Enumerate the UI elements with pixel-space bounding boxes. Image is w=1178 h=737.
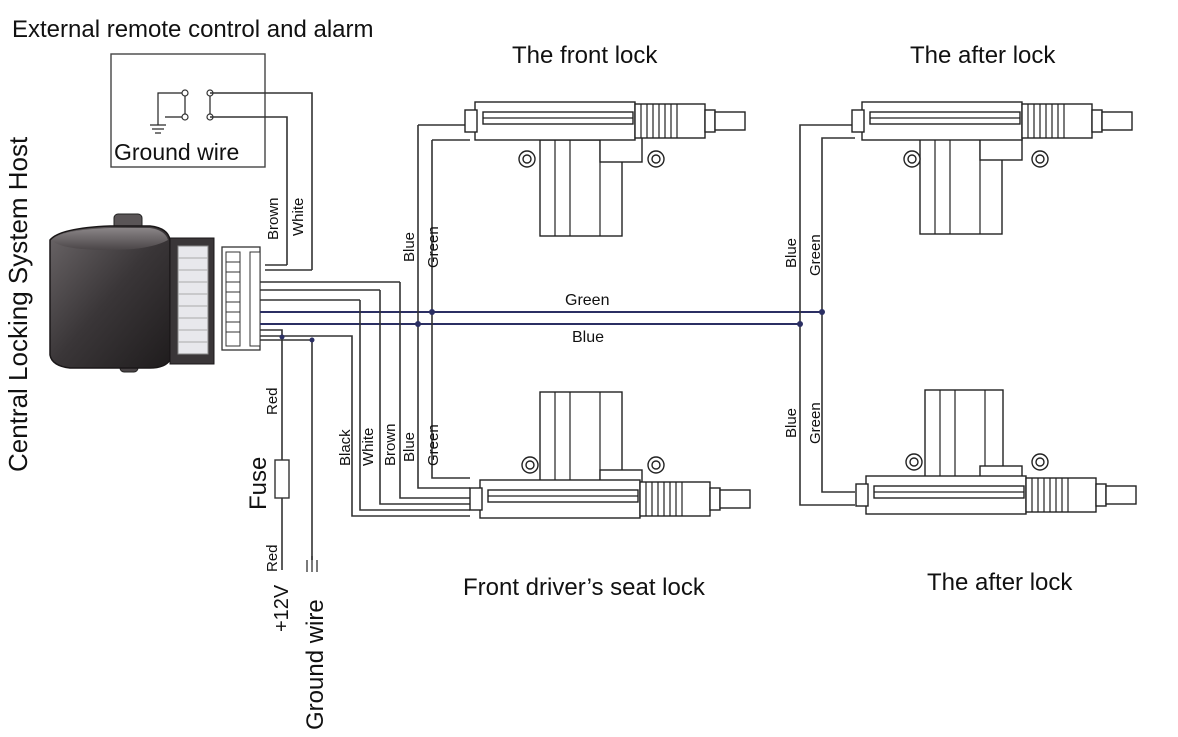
front-green-label: Green <box>425 226 442 268</box>
after-lock-bottom-title: The after lock <box>927 569 1073 596</box>
rear-bottom-green-label: Green <box>807 402 824 444</box>
white-wire-label: White <box>290 198 307 236</box>
rear-bottom-blue-label: Blue <box>783 408 800 438</box>
central-locking-host <box>49 213 215 373</box>
host-label: Central Locking System Host <box>3 136 33 472</box>
rear-top-green-label: Green <box>807 234 824 276</box>
driver-black-label: Black <box>337 429 354 466</box>
red-upper-label: Red <box>264 387 281 415</box>
blue-bus-label: Blue <box>572 329 604 346</box>
driver-lock-actuator <box>469 391 751 519</box>
driver-blue-label: Blue <box>401 432 418 462</box>
red-lower-label: Red <box>264 544 281 572</box>
rear-top-blue-label: Blue <box>783 238 800 268</box>
after-lock-top-title: The after lock <box>910 42 1056 69</box>
fuse <box>274 459 290 499</box>
front-lock-actuator <box>464 101 746 237</box>
ground-wire-bottom-label: Ground wire <box>302 599 329 730</box>
front-blue-label: Blue <box>401 232 418 262</box>
host-connector <box>221 246 261 351</box>
after-lock-top-actuator <box>851 101 1133 235</box>
remote-title: External remote control and alarm <box>12 16 374 43</box>
plus12v-label: +12V <box>271 584 293 632</box>
brown-wire-label: Brown <box>265 197 282 240</box>
front-lock-title: The front lock <box>512 42 658 69</box>
after-lock-bottom-actuator <box>855 389 1137 515</box>
fuse-label: Fuse <box>245 457 272 510</box>
ground-wire-top-label: Ground wire <box>114 139 239 165</box>
remote-control-box: Ground wire <box>110 53 266 168</box>
driver-lock-title: Front driver’s seat lock <box>463 574 706 601</box>
green-bus-label: Green <box>565 292 609 309</box>
driver-white-label: White <box>360 428 377 466</box>
driver-green-label: Green <box>425 424 442 466</box>
driver-brown-label: Brown <box>382 423 399 466</box>
